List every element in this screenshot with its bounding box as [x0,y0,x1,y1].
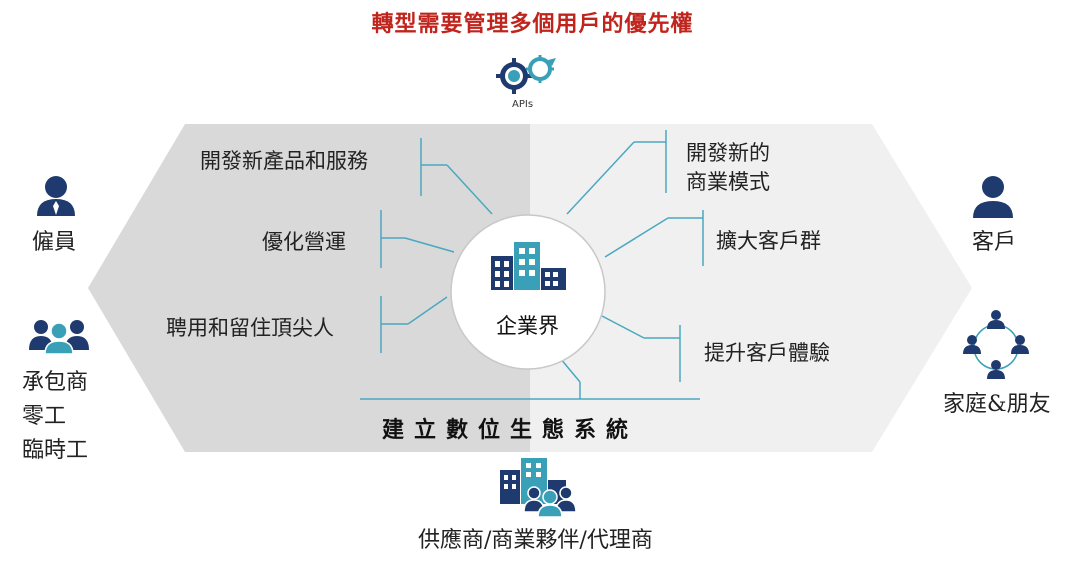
right-item-business-models: 開發新的 商業模式 [686,141,770,195]
suppliers-label: 供應商/商業夥伴/代理商 [418,528,653,553]
left-item-optimize-operations: 優化營運 [262,230,346,254]
network-people-icon [963,310,1029,379]
office-buildings-icon [491,242,566,290]
right-panel [530,124,972,452]
ecosystem-label: 建立數位生態系統 [382,417,639,443]
buildings-with-people-icon [500,458,577,518]
family-friends-label: 家庭&朋友 [943,392,1051,417]
contractors-line-2: 零工 [22,404,67,429]
apis-label: APIs [512,99,534,110]
contractors-line-1: 承包商 [22,370,89,395]
apis-gear-icon [496,55,556,94]
left-item-retain-talent: 聘用和留住頂尖人 [166,316,334,340]
center-circle [450,214,606,370]
right-item-customer-experience: 提升客戶體驗 [704,341,830,365]
left-item-new-products: 開發新產品和服務 [200,149,368,173]
person-tie-icon [37,176,75,216]
right-item-business-models-line1: 開發新的 [686,141,770,165]
connector-lines [360,130,704,400]
customer-label: 客戶 [972,230,1017,255]
contractors-line-3: 臨時工 [22,438,89,463]
left-panel [88,124,530,452]
diagram-title: 轉型需要管理多個用戶的優先權 [371,11,694,37]
right-item-expand-customers: 擴大客戶群 [716,229,821,253]
center-label: 企業界 [496,314,559,338]
right-item-business-models-line2: 商業模式 [686,170,770,195]
employee-label: 僱員 [32,230,77,255]
group-people-icon [29,320,89,355]
person-icon [973,176,1013,218]
contractors-label: 承包商 零工 臨時工 [22,366,88,468]
